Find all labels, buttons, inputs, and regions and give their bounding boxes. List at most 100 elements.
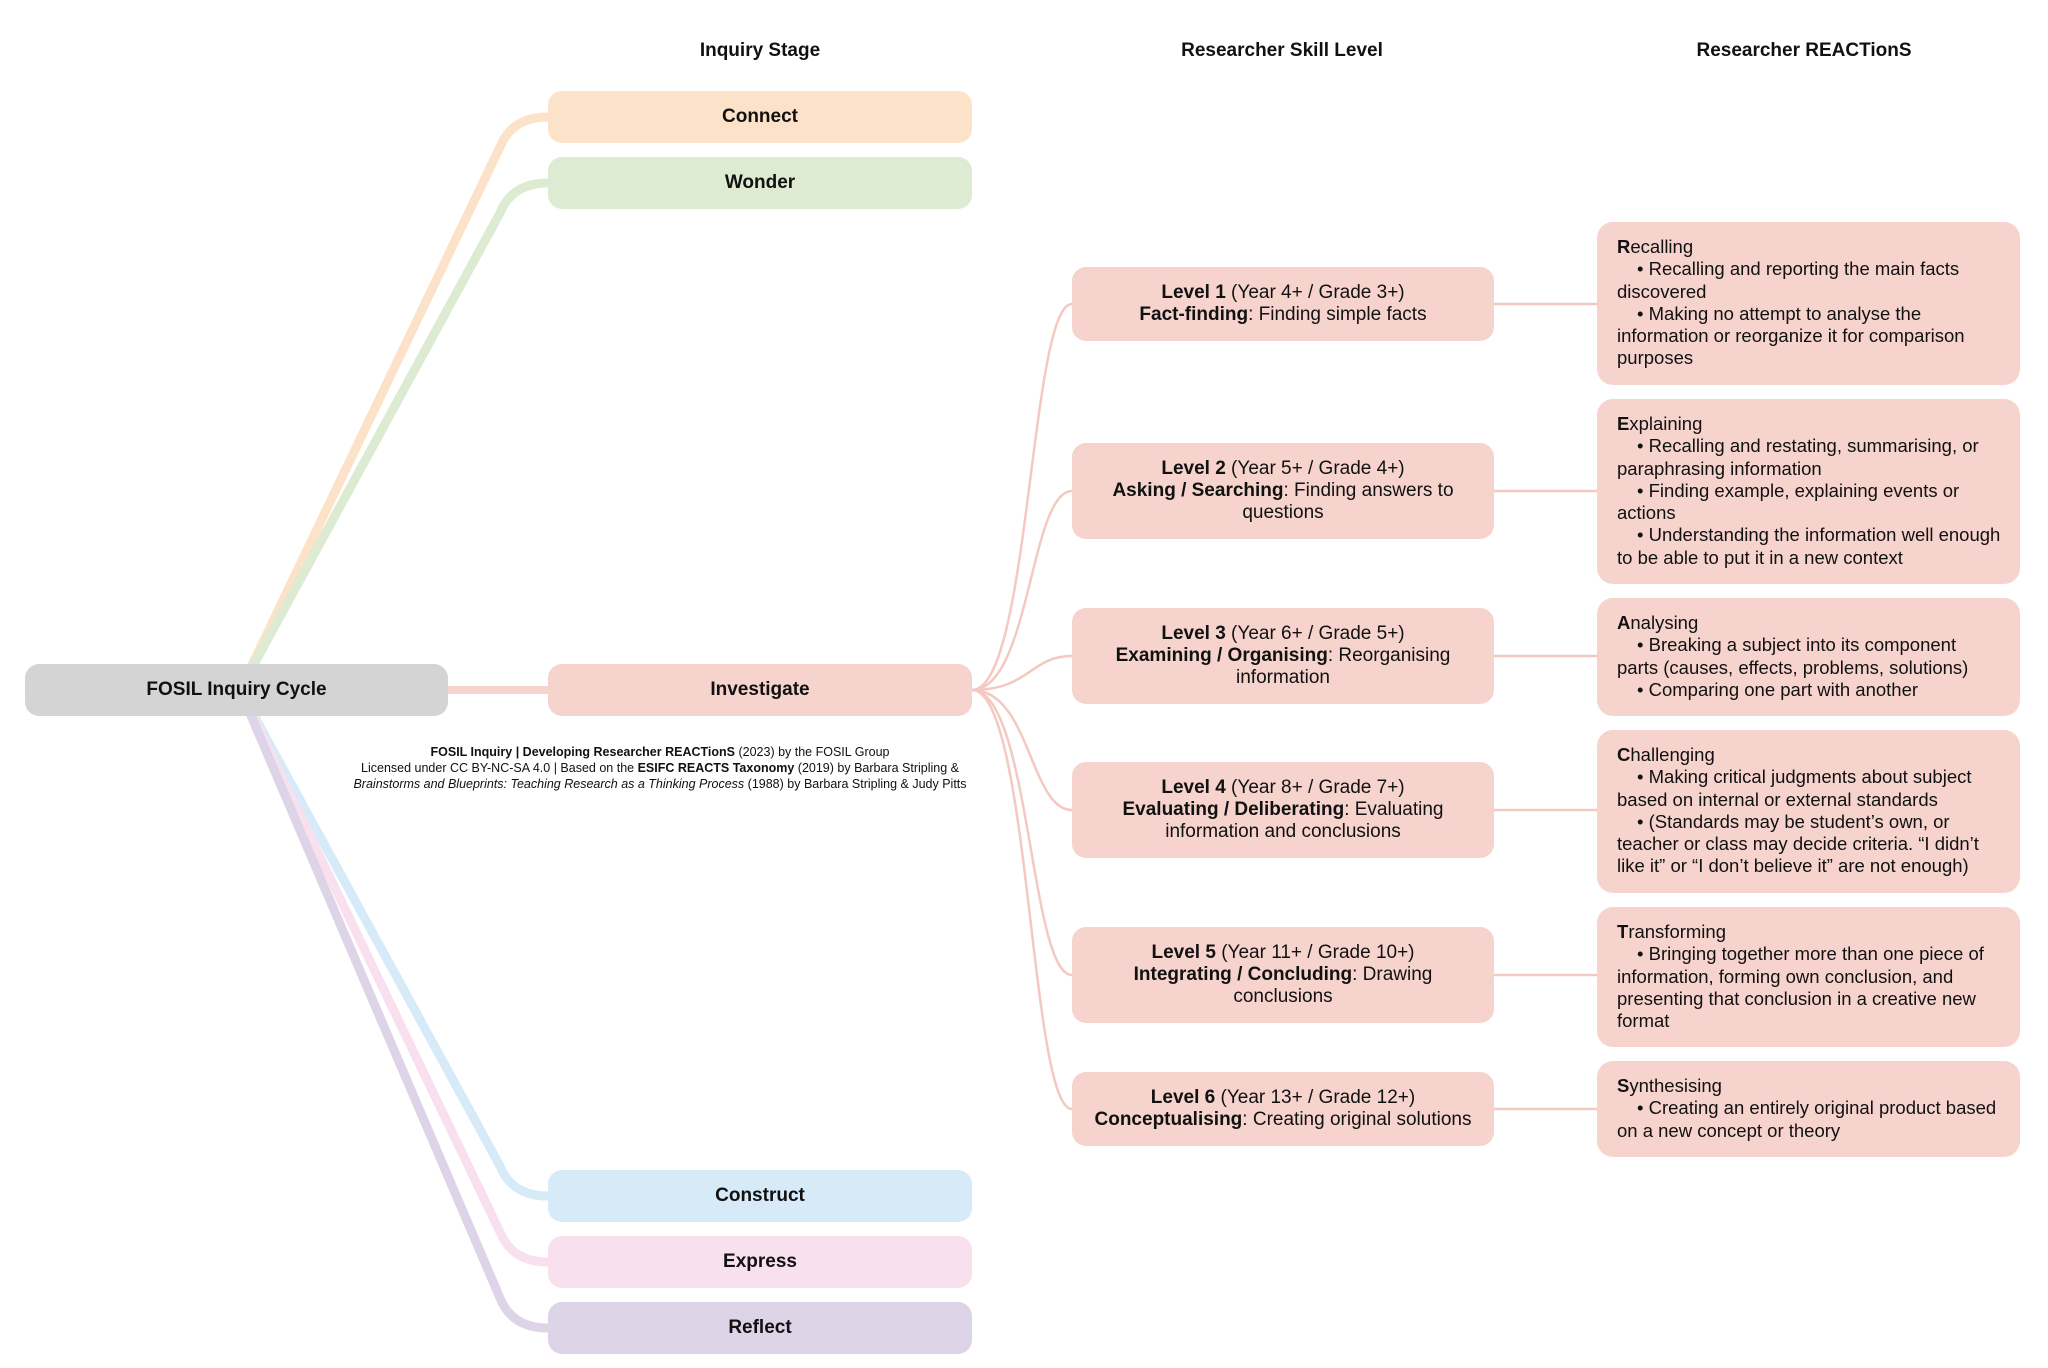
credit-line-3: Brainstorms and Blueprints: Teaching Res… — [310, 776, 1010, 792]
credit-license: Licensed under CC BY-NC-SA 4.0 | Based o… — [361, 761, 638, 775]
reaction-analysing[interactable]: Analysing • Breaking a subject into its … — [1597, 598, 2020, 716]
level-grade: (Year 8+ / Grade 7+) — [1225, 777, 1405, 798]
connector-root-stage-5 — [235, 685, 553, 1267]
level-skill: Fact-finding: Finding simple facts — [1139, 304, 1426, 326]
credit-text: FOSIL Inquiry | Developing Researcher RE… — [310, 744, 1010, 792]
credit-line1-rest: (2023) by the FOSIL Group — [735, 745, 890, 759]
header-inquiry-stage: Inquiry Stage — [699, 40, 821, 61]
stage-label: Construct — [715, 1185, 805, 1206]
reaction-title-rest: ecalling — [1630, 236, 1694, 257]
level-skill-name: Evaluating / Deliberating — [1122, 799, 1345, 820]
level-grade: (Year 11+ / Grade 10+) — [1215, 942, 1415, 963]
level-grade: (Year 6+ / Grade 5+) — [1225, 623, 1405, 644]
reaction-title-rest: nalysing — [1630, 612, 1699, 633]
connector-root-stage-6 — [235, 685, 553, 1333]
reaction-initial: A — [1617, 612, 1631, 633]
reaction-bullet: • Creating an entirely original product … — [1617, 1097, 1997, 1141]
stage-label: Express — [723, 1251, 797, 1272]
level-1-node[interactable]: Level 1 (Year 4+ / Grade 3+) Fact-findin… — [1072, 267, 1494, 341]
credit-line-1: FOSIL Inquiry | Developing Researcher RE… — [310, 744, 1010, 760]
reaction-synthesising[interactable]: Synthesising • Creating an entirely orig… — [1597, 1061, 2020, 1157]
stage-construct[interactable]: Construct — [548, 1170, 972, 1222]
credit-line2-rest: (2019) by Barbara Stripling & — [794, 761, 959, 775]
header-reactions: Researcher REACTionS — [1696, 40, 1912, 61]
reaction-initial: C — [1617, 744, 1631, 765]
root-node-label: FOSIL Inquiry Cycle — [146, 679, 327, 700]
level-skill: Asking / Searching: Finding answers to q… — [1082, 480, 1484, 524]
reaction-title-rest: ransforming — [1628, 921, 1726, 942]
reaction-bullet: • Bringing together more than one piece … — [1617, 943, 1984, 1032]
stage-label: Reflect — [728, 1317, 792, 1338]
level-grade: (Year 13+ / Grade 12+) — [1215, 1087, 1416, 1108]
reaction-title-rest: hallenging — [1630, 744, 1715, 765]
reaction-bullet: • (Standards may be student’s own, or te… — [1617, 810, 1979, 877]
reaction-challenging[interactable]: Challenging • Making critical judgments … — [1597, 730, 2020, 893]
reaction-title: Explaining — [1617, 413, 2002, 435]
stage-connect[interactable]: Connect — [548, 91, 972, 143]
reaction-recalling[interactable]: Recalling • Recalling and reporting the … — [1597, 222, 2020, 385]
credit-line3-rest: (1988) by Barbara Stripling & Judy Pitts — [744, 777, 967, 791]
reaction-title: Analysing — [1617, 612, 2002, 634]
level-skill-name: Asking / Searching — [1112, 480, 1284, 501]
stage-investigate[interactable]: Investigate — [548, 664, 972, 716]
level-skill: Evaluating / Deliberating: Evaluating in… — [1082, 799, 1484, 843]
credit-book-title: Brainstorms and Blueprints: Teaching Res… — [353, 777, 745, 791]
level-number: Level 1 — [1161, 282, 1226, 303]
level-skill-name: Integrating / Concluding — [1133, 964, 1353, 985]
level-number: Level 5 — [1151, 942, 1216, 963]
connector-root-stage-4 — [235, 685, 553, 1201]
level-skill-name: Examining / Organising — [1115, 645, 1328, 666]
reaction-bullet: • Making critical judgments about subjec… — [1617, 766, 1972, 810]
level-3-node[interactable]: Level 3 (Year 6+ / Grade 5+) Examining /… — [1072, 608, 1494, 704]
reaction-bullet: • Breaking a subject into its component … — [1617, 634, 1969, 678]
level-skill-desc: : Drawing conclusions — [1233, 964, 1433, 1007]
reaction-bullet: • Making no attempt to analyse the infor… — [1617, 302, 1965, 369]
level-number: Level 3 — [1161, 623, 1226, 644]
level-heading: Level 4 (Year 8+ / Grade 7+) — [1161, 777, 1404, 799]
reaction-title: Challenging — [1617, 744, 2002, 766]
level-skill-name: Fact-finding — [1139, 304, 1249, 325]
credit-title: FOSIL Inquiry | Developing Researcher RE… — [430, 745, 736, 759]
level-skill: Examining / Organising: Reorganising inf… — [1082, 645, 1484, 689]
level-grade: (Year 5+ / Grade 4+) — [1225, 458, 1405, 479]
reaction-initial: R — [1617, 236, 1631, 257]
reaction-title: Synthesising — [1617, 1075, 2002, 1097]
reaction-initial: T — [1617, 921, 1629, 942]
level-5-node[interactable]: Level 5 (Year 11+ / Grade 10+) Integrati… — [1072, 927, 1494, 1023]
level-skill-desc: : Reorganising information — [1236, 645, 1451, 688]
connector-root-stage-2 — [235, 178, 553, 695]
stage-express[interactable]: Express — [548, 1236, 972, 1288]
level-skill: Conceptualising: Creating original solut… — [1095, 1109, 1472, 1131]
level-skill-desc: : Finding answers to questions — [1242, 480, 1454, 523]
level-heading: Level 2 (Year 5+ / Grade 4+) — [1161, 458, 1404, 480]
stage-label: Wonder — [724, 172, 796, 193]
credit-taxonomy: ESIFC REACTS Taxonomy — [637, 761, 795, 775]
credit-line-2: Licensed under CC BY-NC-SA 4.0 | Based o… — [310, 760, 1010, 776]
connector-root-stage-1 — [235, 112, 553, 695]
stage-reflect[interactable]: Reflect — [548, 1302, 972, 1354]
reaction-title-rest: xplaining — [1629, 413, 1703, 434]
reaction-transforming[interactable]: Transforming • Bringing together more th… — [1597, 907, 2020, 1047]
level-number: Level 6 — [1150, 1087, 1216, 1108]
header-skill-level: Researcher Skill Level — [1181, 40, 1383, 61]
connector-investigate-level-1 — [970, 302, 1074, 692]
level-number: Level 4 — [1161, 777, 1226, 798]
level-heading: Level 3 (Year 6+ / Grade 5+) — [1161, 623, 1404, 645]
level-grade: (Year 4+ / Grade 3+) — [1225, 282, 1405, 303]
reaction-title: Transforming — [1617, 921, 2002, 943]
reaction-bullet: • Understanding the information well eno… — [1617, 524, 2001, 568]
level-4-node[interactable]: Level 4 (Year 8+ / Grade 7+) Evaluating … — [1072, 762, 1494, 858]
root-node-fosil-inquiry-cycle[interactable]: FOSIL Inquiry Cycle — [25, 664, 448, 716]
stage-label: Connect — [722, 106, 798, 127]
level-2-node[interactable]: Level 2 (Year 5+ / Grade 4+) Asking / Se… — [1072, 443, 1494, 539]
stage-label: Investigate — [710, 679, 810, 700]
reaction-bullet: • Recalling and reporting the main facts… — [1617, 258, 1960, 302]
stage-wonder[interactable]: Wonder — [548, 157, 972, 209]
connector-investigate-level-3 — [970, 654, 1074, 692]
level-6-node[interactable]: Level 6 (Year 13+ / Grade 12+) Conceptua… — [1072, 1072, 1494, 1146]
connector-investigate-level-6 — [970, 688, 1074, 1111]
reaction-explaining[interactable]: Explaining • Recalling and restating, su… — [1597, 399, 2020, 584]
reaction-title-rest: ynthesising — [1629, 1075, 1722, 1096]
level-skill-desc: : Evaluating information and conclusions — [1165, 799, 1444, 842]
